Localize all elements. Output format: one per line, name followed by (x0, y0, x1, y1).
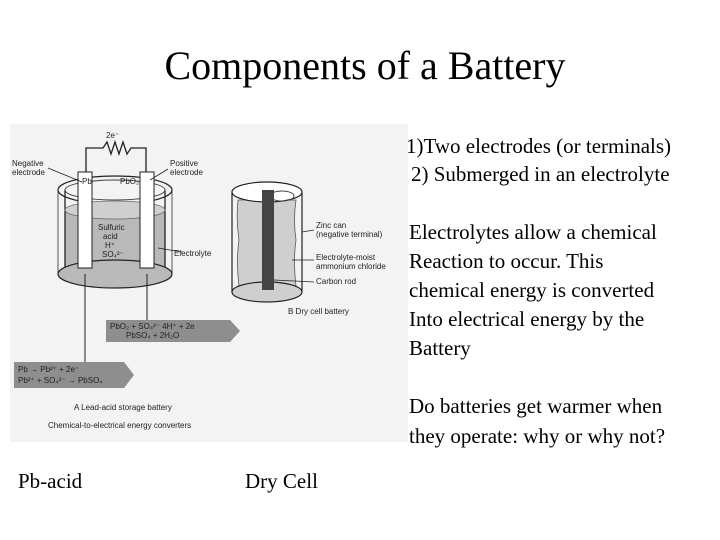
negative-electrode-label-2: electrode (12, 168, 45, 177)
caption-pb-acid: Pb-acid (18, 469, 83, 493)
reaction-box-negative (14, 362, 134, 388)
zinc-label-2: (negative terminal) (316, 230, 383, 239)
zinc-label-1: Zinc can (316, 221, 346, 230)
slide-title: Components of a Battery (164, 43, 566, 88)
point-2: 2) Submerged in an electrolyte (411, 162, 670, 186)
negative-electrode-label-1: Negative (12, 159, 44, 168)
lead-acid-subcaption: Chemical-to-electrical energy converters (48, 421, 191, 430)
carbon-rod (262, 190, 274, 290)
paragraph1-line-2: Reaction to occur. This (409, 249, 604, 273)
acid-label-3: H⁺ (105, 241, 115, 250)
battery-diagram: 2e⁻ Pb PbO₂ Negative electrode Positive … (10, 124, 408, 442)
reaction-neg-2: Pb²⁺ + SO₄²⁻ → PbSO₄ (18, 376, 103, 385)
dry-cell (231, 181, 303, 303)
lead-acid-caption: A Lead-acid storage battery (74, 403, 172, 412)
paragraph1-line-3: chemical energy is converted (409, 278, 655, 302)
paragraph1-line-5: Battery (409, 336, 471, 360)
positive-electrode-label-1: Positive (170, 159, 199, 168)
battery-diagram-svg: 2e⁻ Pb PbO₂ Negative electrode Positive … (12, 131, 386, 430)
reaction-neg-1: Pb → Pb²⁺ + 2e⁻ (18, 365, 79, 374)
dry-cell-caption: B Dry cell battery (288, 307, 349, 316)
carbon-rod-label: Carbon rod (316, 277, 356, 286)
electrolyte-label: Electrolyte (174, 249, 212, 258)
paragraph1-line-1: Electrolytes allow a chemical (409, 220, 657, 244)
paragraph2-line-2: they operate: why or why not? (409, 424, 666, 448)
positive-electrode-label-2: electrode (170, 168, 203, 177)
reaction-box-positive (106, 320, 240, 342)
pbo2-electrode (139, 171, 155, 269)
paste-label-1: Electrolyte-moist (316, 253, 376, 262)
acid-label-1: Sulfuric (98, 223, 125, 232)
pbo2-label: PbO₂ (120, 177, 139, 186)
point-1: 1)Two electrodes (or terminals) (406, 134, 672, 158)
acid-label-2: acid (103, 232, 118, 241)
caption-dry-cell: Dry Cell (245, 469, 318, 493)
paragraph2-line-1: Do batteries get warmer when (409, 394, 663, 418)
pb-electrode (77, 171, 93, 269)
acid-label-4: SO₄²⁻ (102, 250, 124, 259)
paragraph1-line-4: Into electrical energy by the (409, 307, 645, 331)
pb-label: Pb (82, 177, 92, 186)
electron-label: 2e⁻ (106, 131, 119, 140)
external-circuit (85, 139, 147, 184)
lead-acid-cell (57, 171, 173, 289)
reaction-pos-1: PbO₂ + SO₄²⁻ 4H⁺ + 2e (110, 322, 195, 331)
reaction-pos-2: PbSO₄ + 2H₂O (126, 331, 179, 340)
paste-label-2: ammonium chloride (316, 262, 386, 271)
